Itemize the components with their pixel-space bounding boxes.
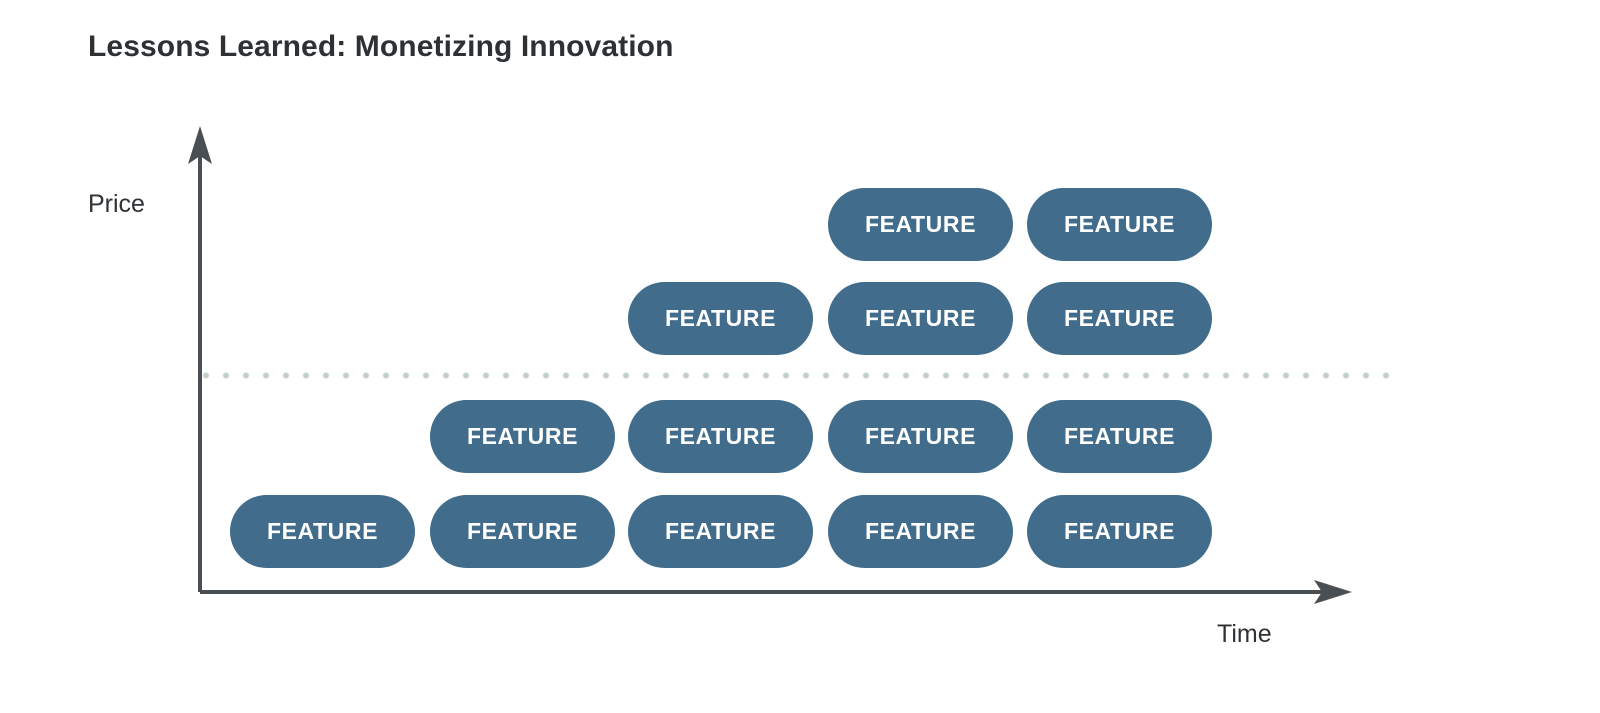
- feature-pill[interactable]: FEATURE: [828, 282, 1013, 355]
- feature-pill[interactable]: FEATURE: [828, 188, 1013, 261]
- feature-pill[interactable]: FEATURE: [828, 400, 1013, 473]
- feature-pill[interactable]: FEATURE: [230, 495, 415, 568]
- feature-pill-label: FEATURE: [664, 423, 777, 449]
- feature-pill-label: FEATURE: [1063, 518, 1176, 544]
- feature-pill-label: FEATURE: [1063, 423, 1176, 449]
- feature-pill[interactable]: FEATURE: [628, 400, 813, 473]
- feature-pill[interactable]: FEATURE: [628, 495, 813, 568]
- feature-pill[interactable]: FEATURE: [828, 495, 1013, 568]
- feature-pill-label: FEATURE: [864, 211, 977, 237]
- x-axis-label: Time: [1217, 620, 1272, 648]
- feature-pill-label: FEATURE: [864, 423, 977, 449]
- feature-pill-label: FEATURE: [266, 518, 379, 544]
- feature-pill[interactable]: FEATURE: [1027, 282, 1212, 355]
- feature-pill-label: FEATURE: [466, 423, 579, 449]
- feature-pill-label: FEATURE: [466, 518, 579, 544]
- feature-pill-label: FEATURE: [664, 305, 777, 331]
- feature-pill-label: FEATURE: [1063, 211, 1176, 237]
- feature-pill[interactable]: FEATURE: [1027, 400, 1212, 473]
- x-axis-arrow-icon: [1314, 580, 1352, 604]
- y-axis-arrow-icon: [188, 126, 212, 164]
- feature-pill[interactable]: FEATURE: [1027, 495, 1212, 568]
- feature-pill-label: FEATURE: [864, 305, 977, 331]
- page-title: Lessons Learned: Monetizing Innovation: [88, 30, 674, 63]
- feature-pill[interactable]: FEATURE: [1027, 188, 1212, 261]
- feature-pill-label: FEATURE: [864, 518, 977, 544]
- feature-pill-label: FEATURE: [1063, 305, 1176, 331]
- feature-pill[interactable]: FEATURE: [430, 400, 615, 473]
- y-axis-label: Price: [88, 190, 145, 218]
- price-threshold-line: [196, 372, 1390, 379]
- feature-pill[interactable]: FEATURE: [430, 495, 615, 568]
- feature-pill-label: FEATURE: [664, 518, 777, 544]
- feature-pill[interactable]: FEATURE: [628, 282, 813, 355]
